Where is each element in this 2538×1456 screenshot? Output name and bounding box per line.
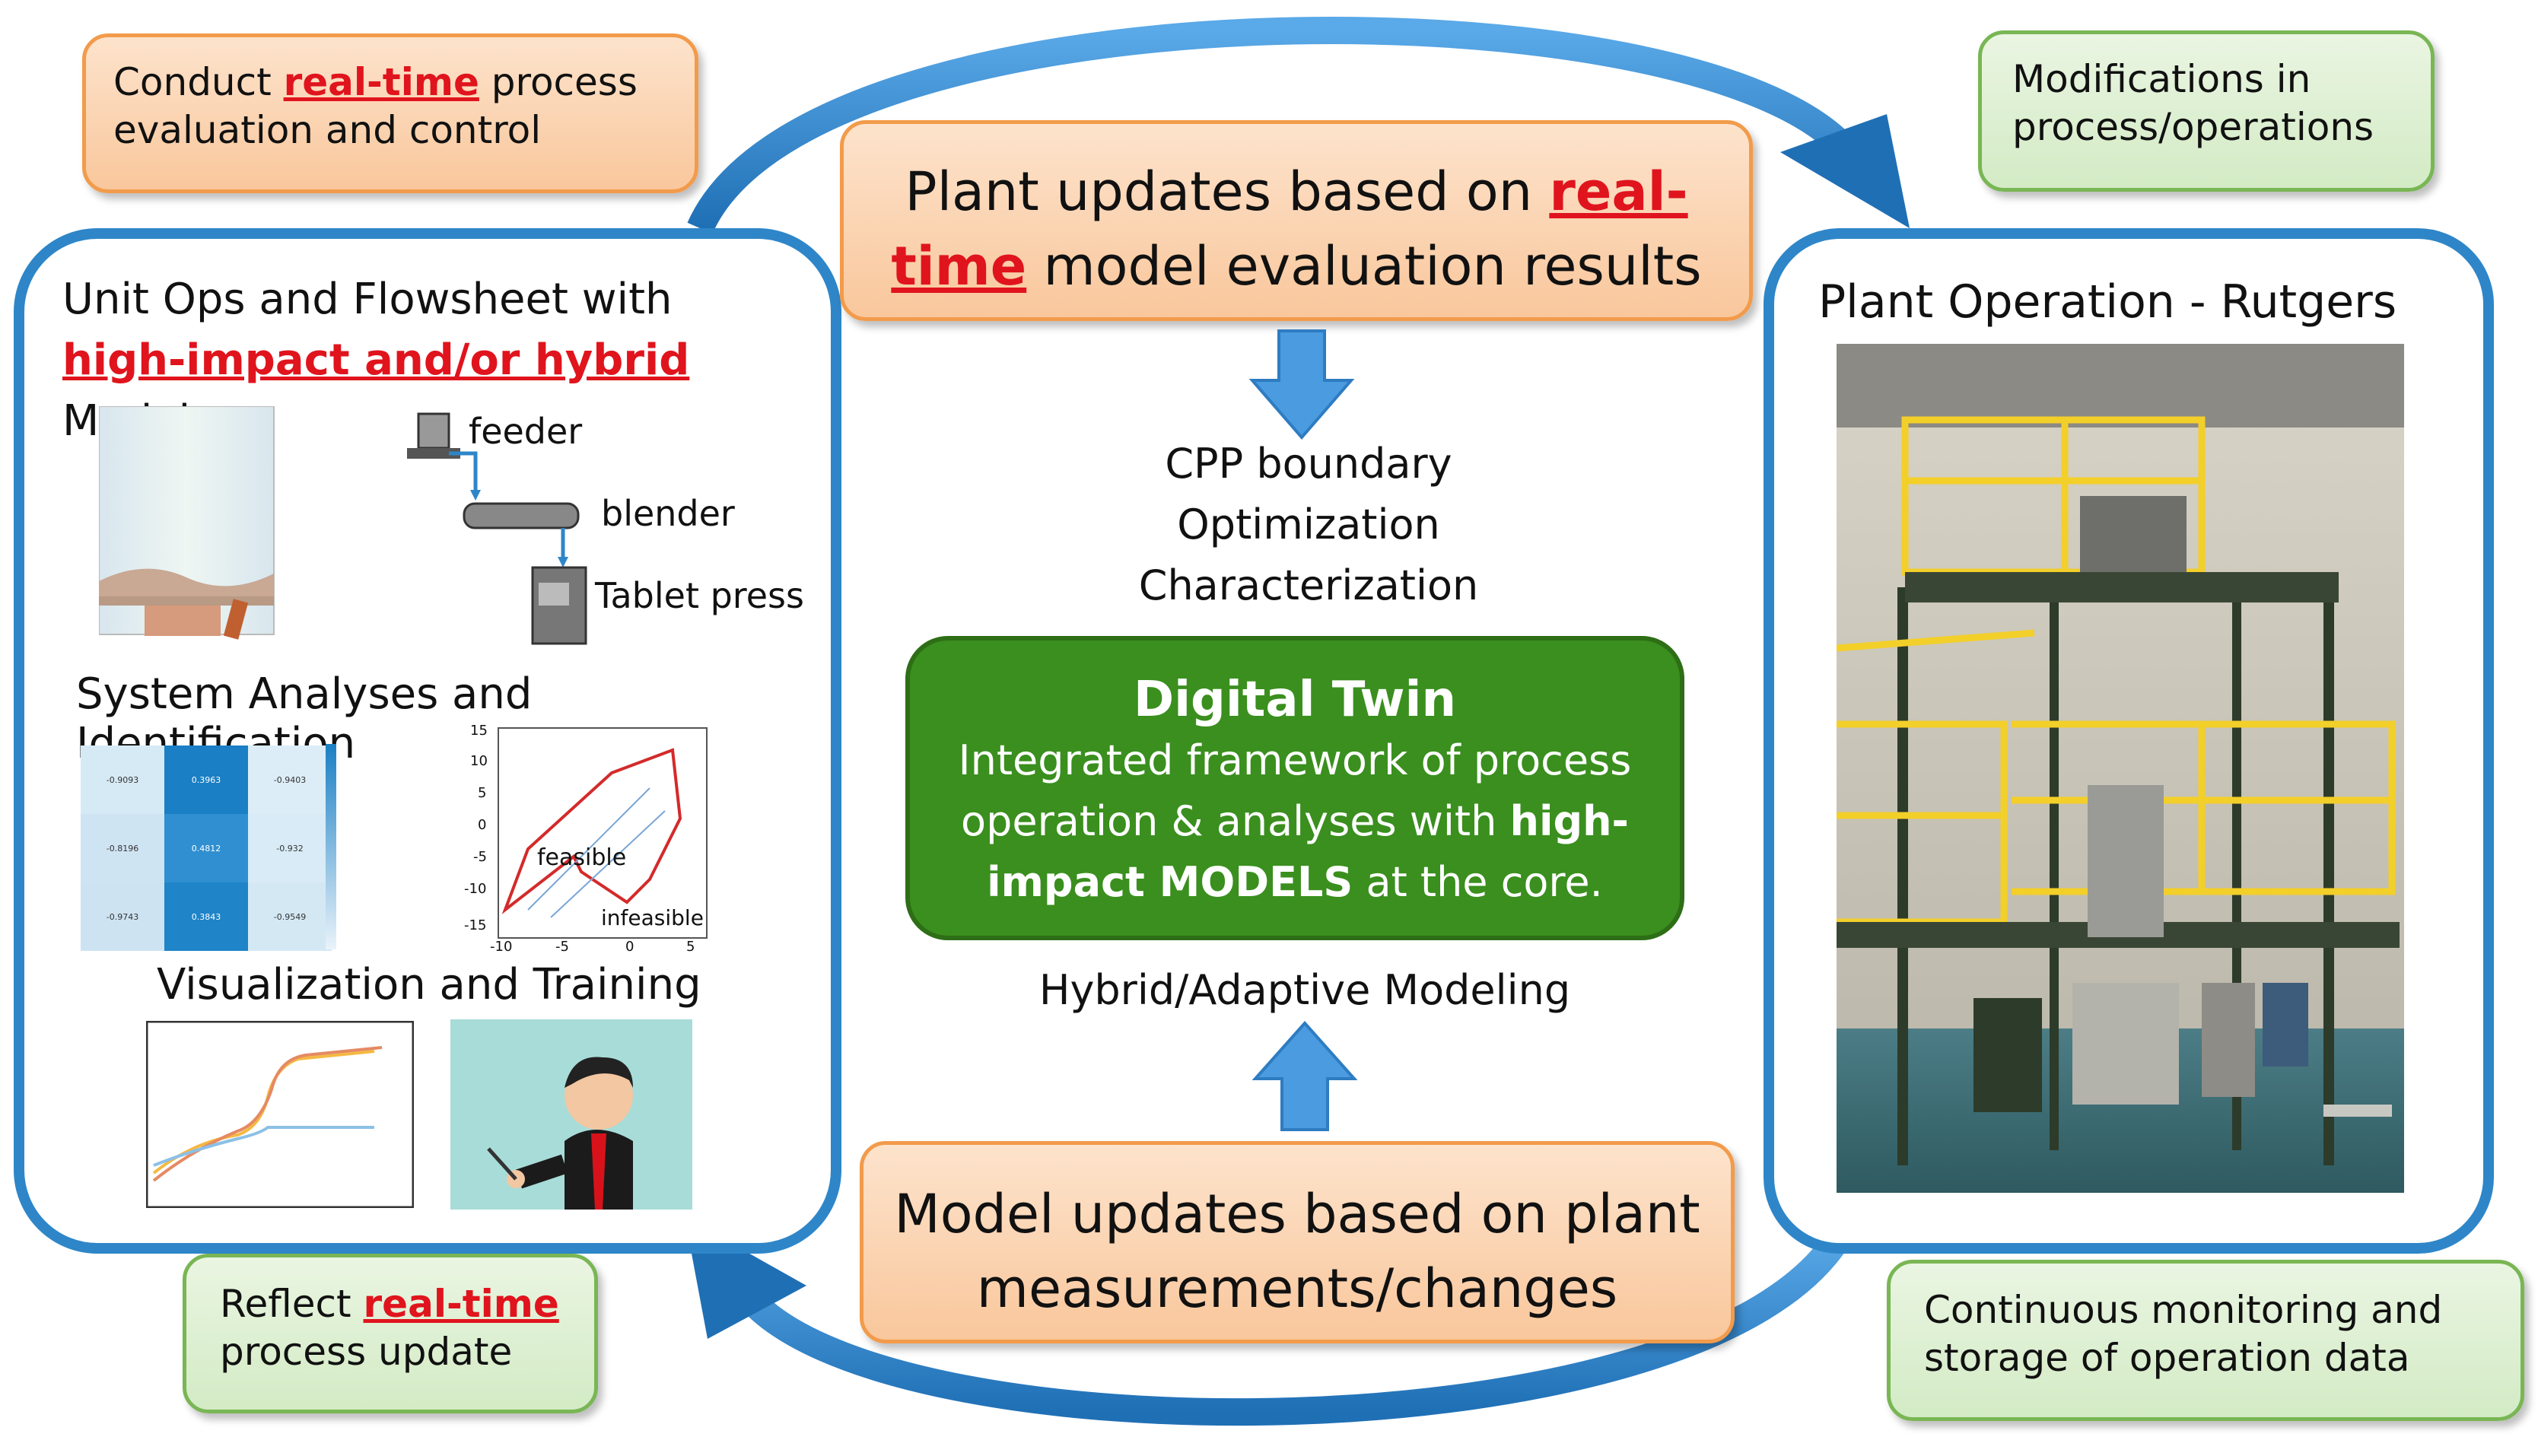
plot-xtick: 5 xyxy=(686,939,695,955)
heatmap: -0.9093 0.3963 -0.9403 -0.8196 0.4812 -0… xyxy=(81,745,332,951)
heatmap-cell: -0.9093 xyxy=(81,745,164,814)
down-arrow-icon xyxy=(1248,329,1355,440)
cpp-line-2: Optimization xyxy=(1177,501,1440,548)
heatmap-colorbar xyxy=(326,744,336,949)
corner-top-left: Conduct real-time process evaluation and… xyxy=(82,33,698,193)
plant-updates-box: Plant updates based on real-time model e… xyxy=(840,120,1753,321)
flowsheet-diagram xyxy=(407,412,587,645)
heatmap-cell: -0.9403 xyxy=(248,745,332,814)
left-panel-title: Unit Ops and Flowsheet with high-impact … xyxy=(62,275,690,446)
right-panel-title: Plant Operation - Rutgers xyxy=(1818,275,2397,329)
plot-ytick: 0 xyxy=(478,817,487,833)
heatmap-cell: -0.9743 xyxy=(81,882,164,951)
corner-bottom-right: Continuous monitoring and storage of ope… xyxy=(1887,1260,2524,1421)
bottom-cycle-arrow xyxy=(734,1225,1853,1426)
feeder-label: feeder xyxy=(469,411,583,452)
heatmap-cell: 0.3843 xyxy=(164,882,248,951)
model-updates-box: Model updates based on plant measurement… xyxy=(860,1141,1735,1343)
plot-xtick: -5 xyxy=(555,939,569,955)
section-visualization: Visualization and Training xyxy=(157,960,701,1009)
plot-ytick: 10 xyxy=(470,753,488,769)
digital-twin-title: Digital Twin xyxy=(1133,672,1457,728)
plot-xtick: 0 xyxy=(625,939,634,955)
hybrid-modeling-label: Hybrid/Adaptive Modeling xyxy=(1038,966,1571,1014)
up-arrow-icon xyxy=(1252,1020,1358,1131)
top-arrow-head xyxy=(1780,114,1910,228)
infeasible-label: infeasible xyxy=(601,905,704,930)
feasibility-curves xyxy=(498,727,708,939)
heatmap-cell: 0.4812 xyxy=(164,814,248,882)
feeder-icon xyxy=(417,412,450,450)
heatmap-cell: 0.3963 xyxy=(164,745,248,814)
section-system-analyses: System Analyses and Identification xyxy=(76,669,533,768)
feasible-label: feasible xyxy=(537,844,627,871)
heatmap-cell: -0.932 xyxy=(248,814,332,882)
presenter-image xyxy=(450,1019,692,1210)
top-cycle-arrow xyxy=(687,16,1851,234)
blender-icon xyxy=(463,502,580,529)
plot-ytick: 15 xyxy=(470,723,488,739)
blender-label: blender xyxy=(601,493,735,534)
heatmap-cell: -0.8196 xyxy=(81,814,164,882)
tablet-press-label: Tablet press xyxy=(595,575,804,616)
plant-photo xyxy=(1837,344,2404,1193)
simulation-image xyxy=(99,406,275,640)
training-chart-thumbnail xyxy=(146,1021,414,1208)
plot-xtick: -10 xyxy=(490,939,513,955)
corner-bottom-left: Reflect real-time process update xyxy=(183,1254,598,1413)
digital-twin-box: Digital Twin Integrated framework of pro… xyxy=(905,636,1684,940)
cpp-lines: CPP boundary Optimization Characterizati… xyxy=(1065,434,1552,616)
heatmap-cell: -0.9549 xyxy=(248,882,332,951)
digital-twin-body: Integrated framework of process operatio… xyxy=(958,736,1632,906)
cpp-line-3: Characterization xyxy=(1138,561,1479,609)
plot-ytick: -5 xyxy=(473,849,487,865)
feasibility-plot: 15 10 5 0 -5 -10 -15 -10 -5 0 5 feasible… xyxy=(456,723,708,958)
plot-ytick: 5 xyxy=(478,785,487,801)
cpp-line-1: CPP boundary xyxy=(1165,440,1452,488)
corner-top-right: Modifications in process/operations xyxy=(1978,30,2435,192)
plot-ytick: -15 xyxy=(464,917,487,933)
plot-ytick: -10 xyxy=(464,881,487,897)
